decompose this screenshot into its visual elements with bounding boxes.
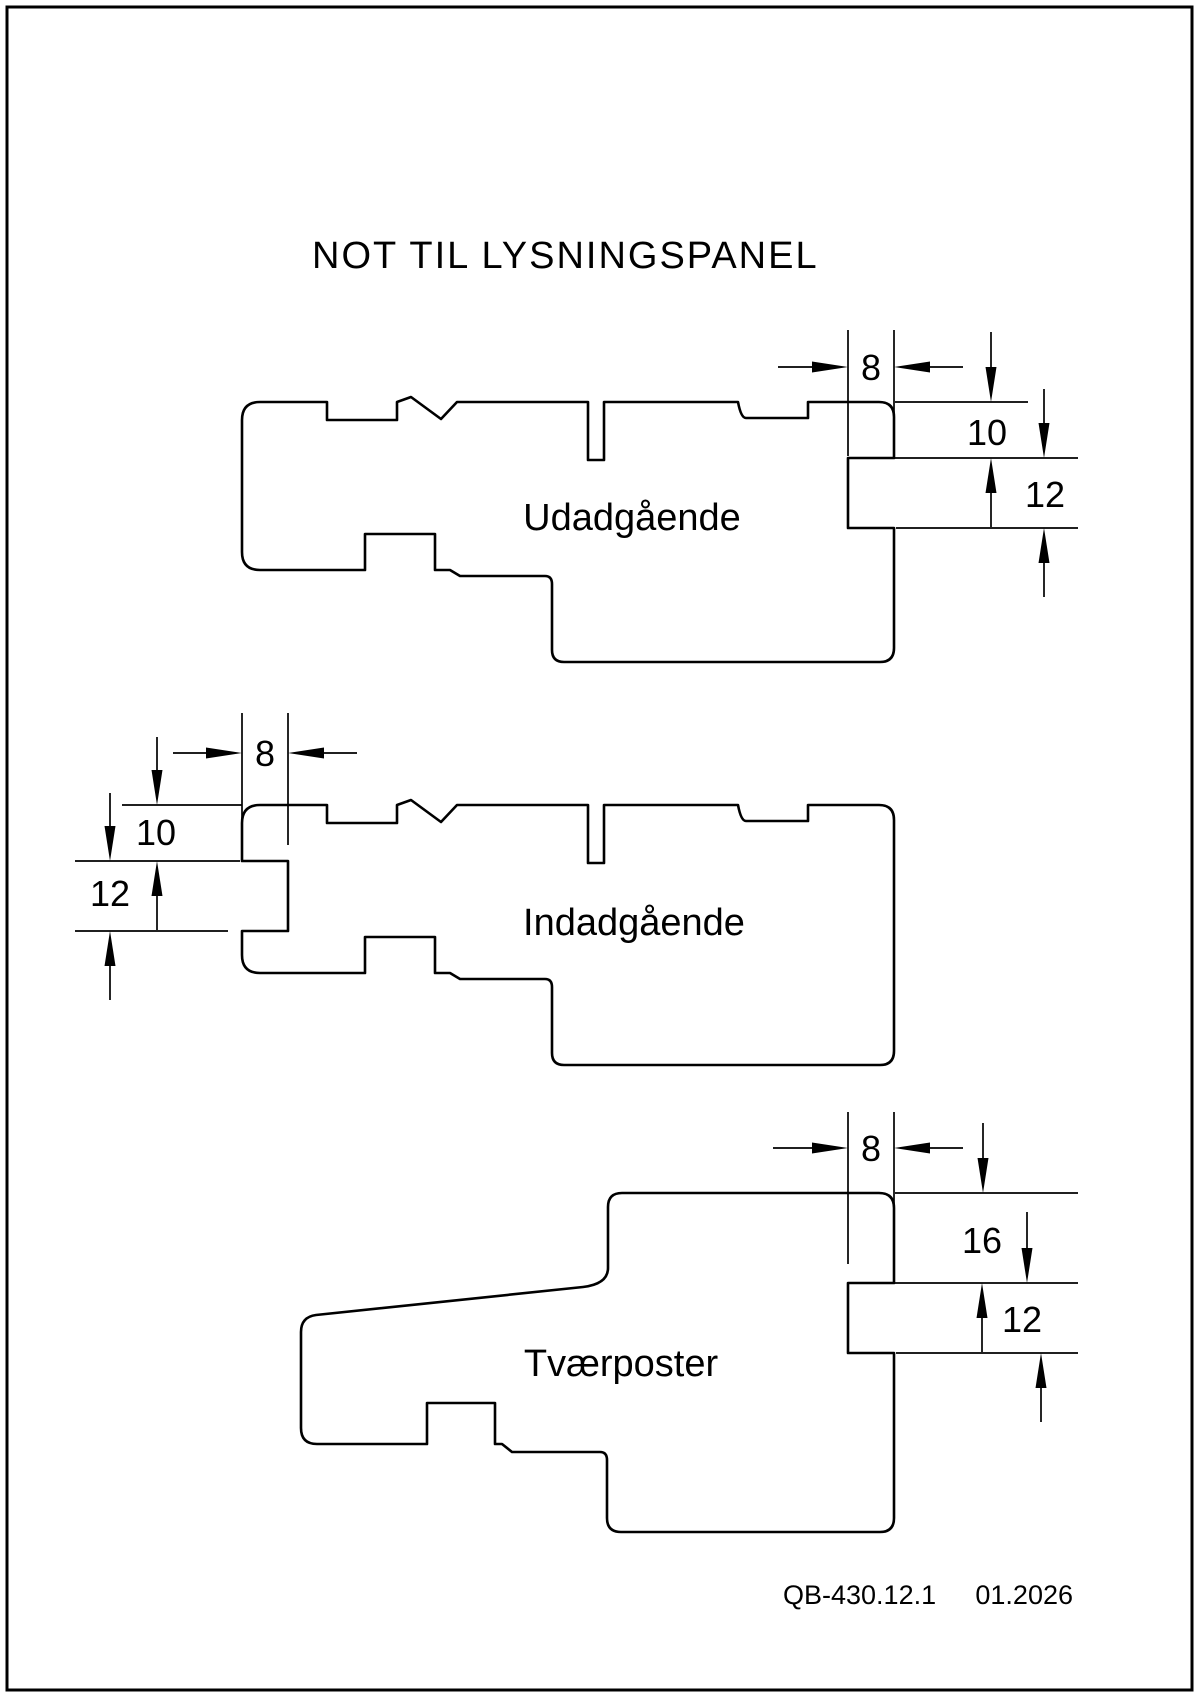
- profile-indadgaaende-label: Indadgående: [523, 902, 745, 944]
- dim-width-p3-value: 8: [861, 1128, 881, 1169]
- dim-width-p2: 8: [173, 713, 357, 858]
- dim-width-p1: 8: [778, 330, 963, 456]
- profile-indadgaaende: Indadgående 8 10 12: [75, 713, 896, 1067]
- dim-width-p1-value: 8: [861, 347, 881, 388]
- dim-height-p3: 12: [896, 1283, 1078, 1422]
- dim-width-p2-value: 8: [255, 733, 275, 774]
- page-border: [5, 5, 1194, 1692]
- profile-tvaerposter: Tværposter 8 16 12: [299, 1112, 1078, 1534]
- profile-udadgaaende-outline: [240, 395, 896, 664]
- dim-height-p3-value: 12: [1002, 1299, 1042, 1340]
- drawing-title: NOT TIL LYSNINGSPANEL: [312, 235, 819, 277]
- profile-tvaerposter-label: Tværposter: [524, 1343, 719, 1385]
- dim-offset-p3: 16: [894, 1123, 1078, 1284]
- dim-width-p3: 8: [773, 1112, 963, 1264]
- dim-height-p2-value: 12: [90, 873, 130, 914]
- dim-offset-p1: 10: [894, 332, 1078, 459]
- footer-date: 01.2026: [975, 1580, 1073, 1610]
- dim-offset-p2-value: 10: [136, 812, 176, 853]
- dim-height-p1: 12: [896, 458, 1078, 597]
- profile-udadgaaende-label: Udadgående: [523, 497, 741, 539]
- footer-doc-number: QB-430.12.1: [783, 1580, 936, 1610]
- profile-indadgaaende-outline: [240, 798, 896, 1067]
- profile-tvaerposter-outline: [299, 1191, 896, 1534]
- dim-offset-p1-value: 10: [967, 412, 1007, 453]
- dim-height-p2: 12: [75, 861, 228, 1000]
- dim-offset-p2: 10: [75, 737, 242, 862]
- dim-height-p1-value: 12: [1025, 474, 1065, 515]
- footer: QB-430.12.1 01.2026: [783, 1580, 1073, 1610]
- profile-udadgaaende: Udadgående 8 10 12: [240, 330, 1078, 664]
- dim-offset-p3-value: 16: [962, 1220, 1002, 1261]
